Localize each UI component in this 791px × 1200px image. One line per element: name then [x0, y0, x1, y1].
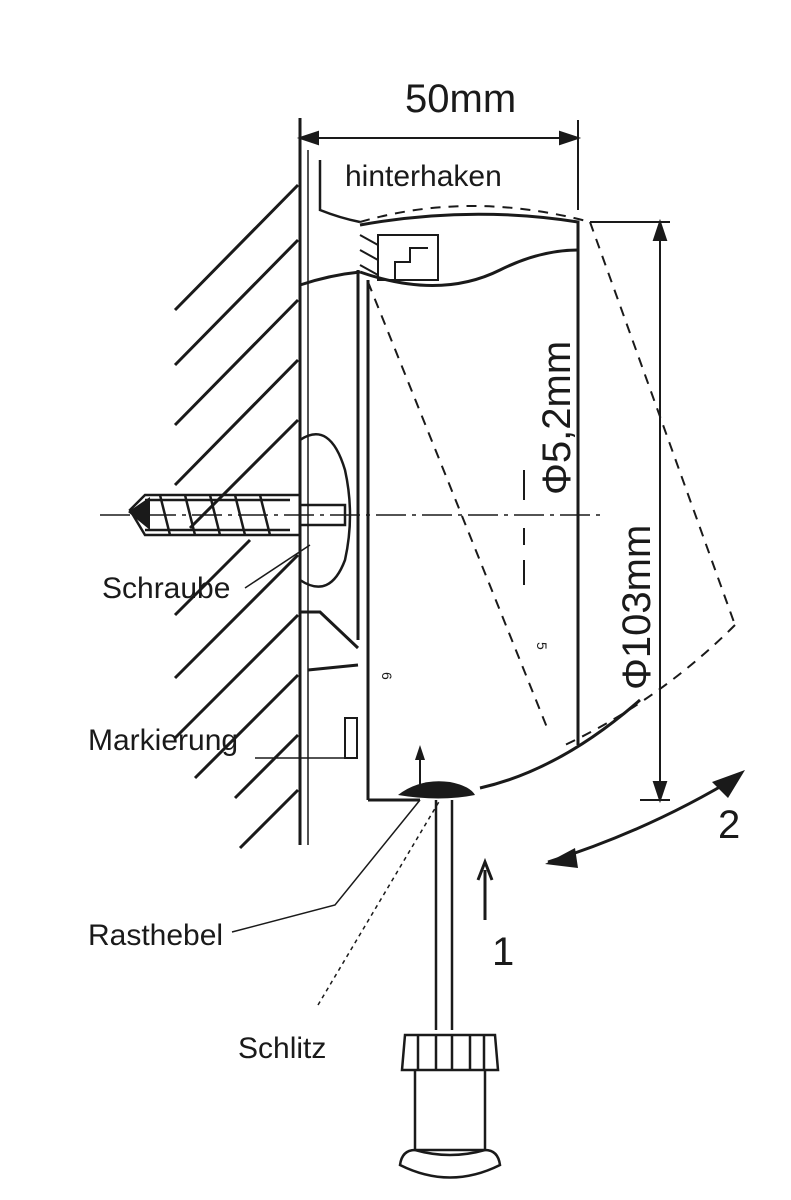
screw-label: Schraube — [102, 572, 230, 605]
width-dimension-line — [296, 120, 582, 210]
latch-pin-arrow — [415, 745, 425, 760]
latch-lever-leader — [231, 799, 421, 933]
hinterhaken-label: hinterhaken — [345, 160, 502, 193]
step-1-arrow — [476, 857, 494, 920]
wall-hatching — [173, 183, 300, 850]
step-2-label: 2 — [718, 803, 740, 847]
latch-lever — [398, 781, 475, 799]
screw-dowel — [128, 433, 352, 588]
mark-6-label: 6 — [379, 672, 395, 680]
marking-notch — [344, 717, 358, 759]
latch-lever-label: Rasthebel — [88, 919, 223, 952]
step-1-label: 1 — [492, 930, 514, 974]
housing-inner-detail — [359, 234, 439, 281]
screwdriver — [398, 800, 502, 1179]
slot-label: Schlitz — [238, 1032, 326, 1065]
outer-diameter-label: Φ103mm — [615, 525, 659, 690]
width-dimension-label: 50mm — [405, 77, 516, 121]
hinterhaken-bracket — [318, 160, 361, 224]
marking-label: Markierung — [88, 724, 238, 757]
step-2-arrow-head-a — [712, 770, 745, 798]
mark-5-label: 5 — [534, 642, 550, 650]
tilt-outline-dashed — [359, 205, 736, 746]
screw-leader — [244, 544, 311, 589]
step-2-arrow — [547, 773, 741, 864]
outer-diameter-dimension — [590, 218, 670, 804]
inner-diameter-label: Φ5,2mm — [535, 341, 579, 495]
screw-tip — [128, 497, 150, 530]
step-2-arrow-head-b — [545, 848, 578, 868]
